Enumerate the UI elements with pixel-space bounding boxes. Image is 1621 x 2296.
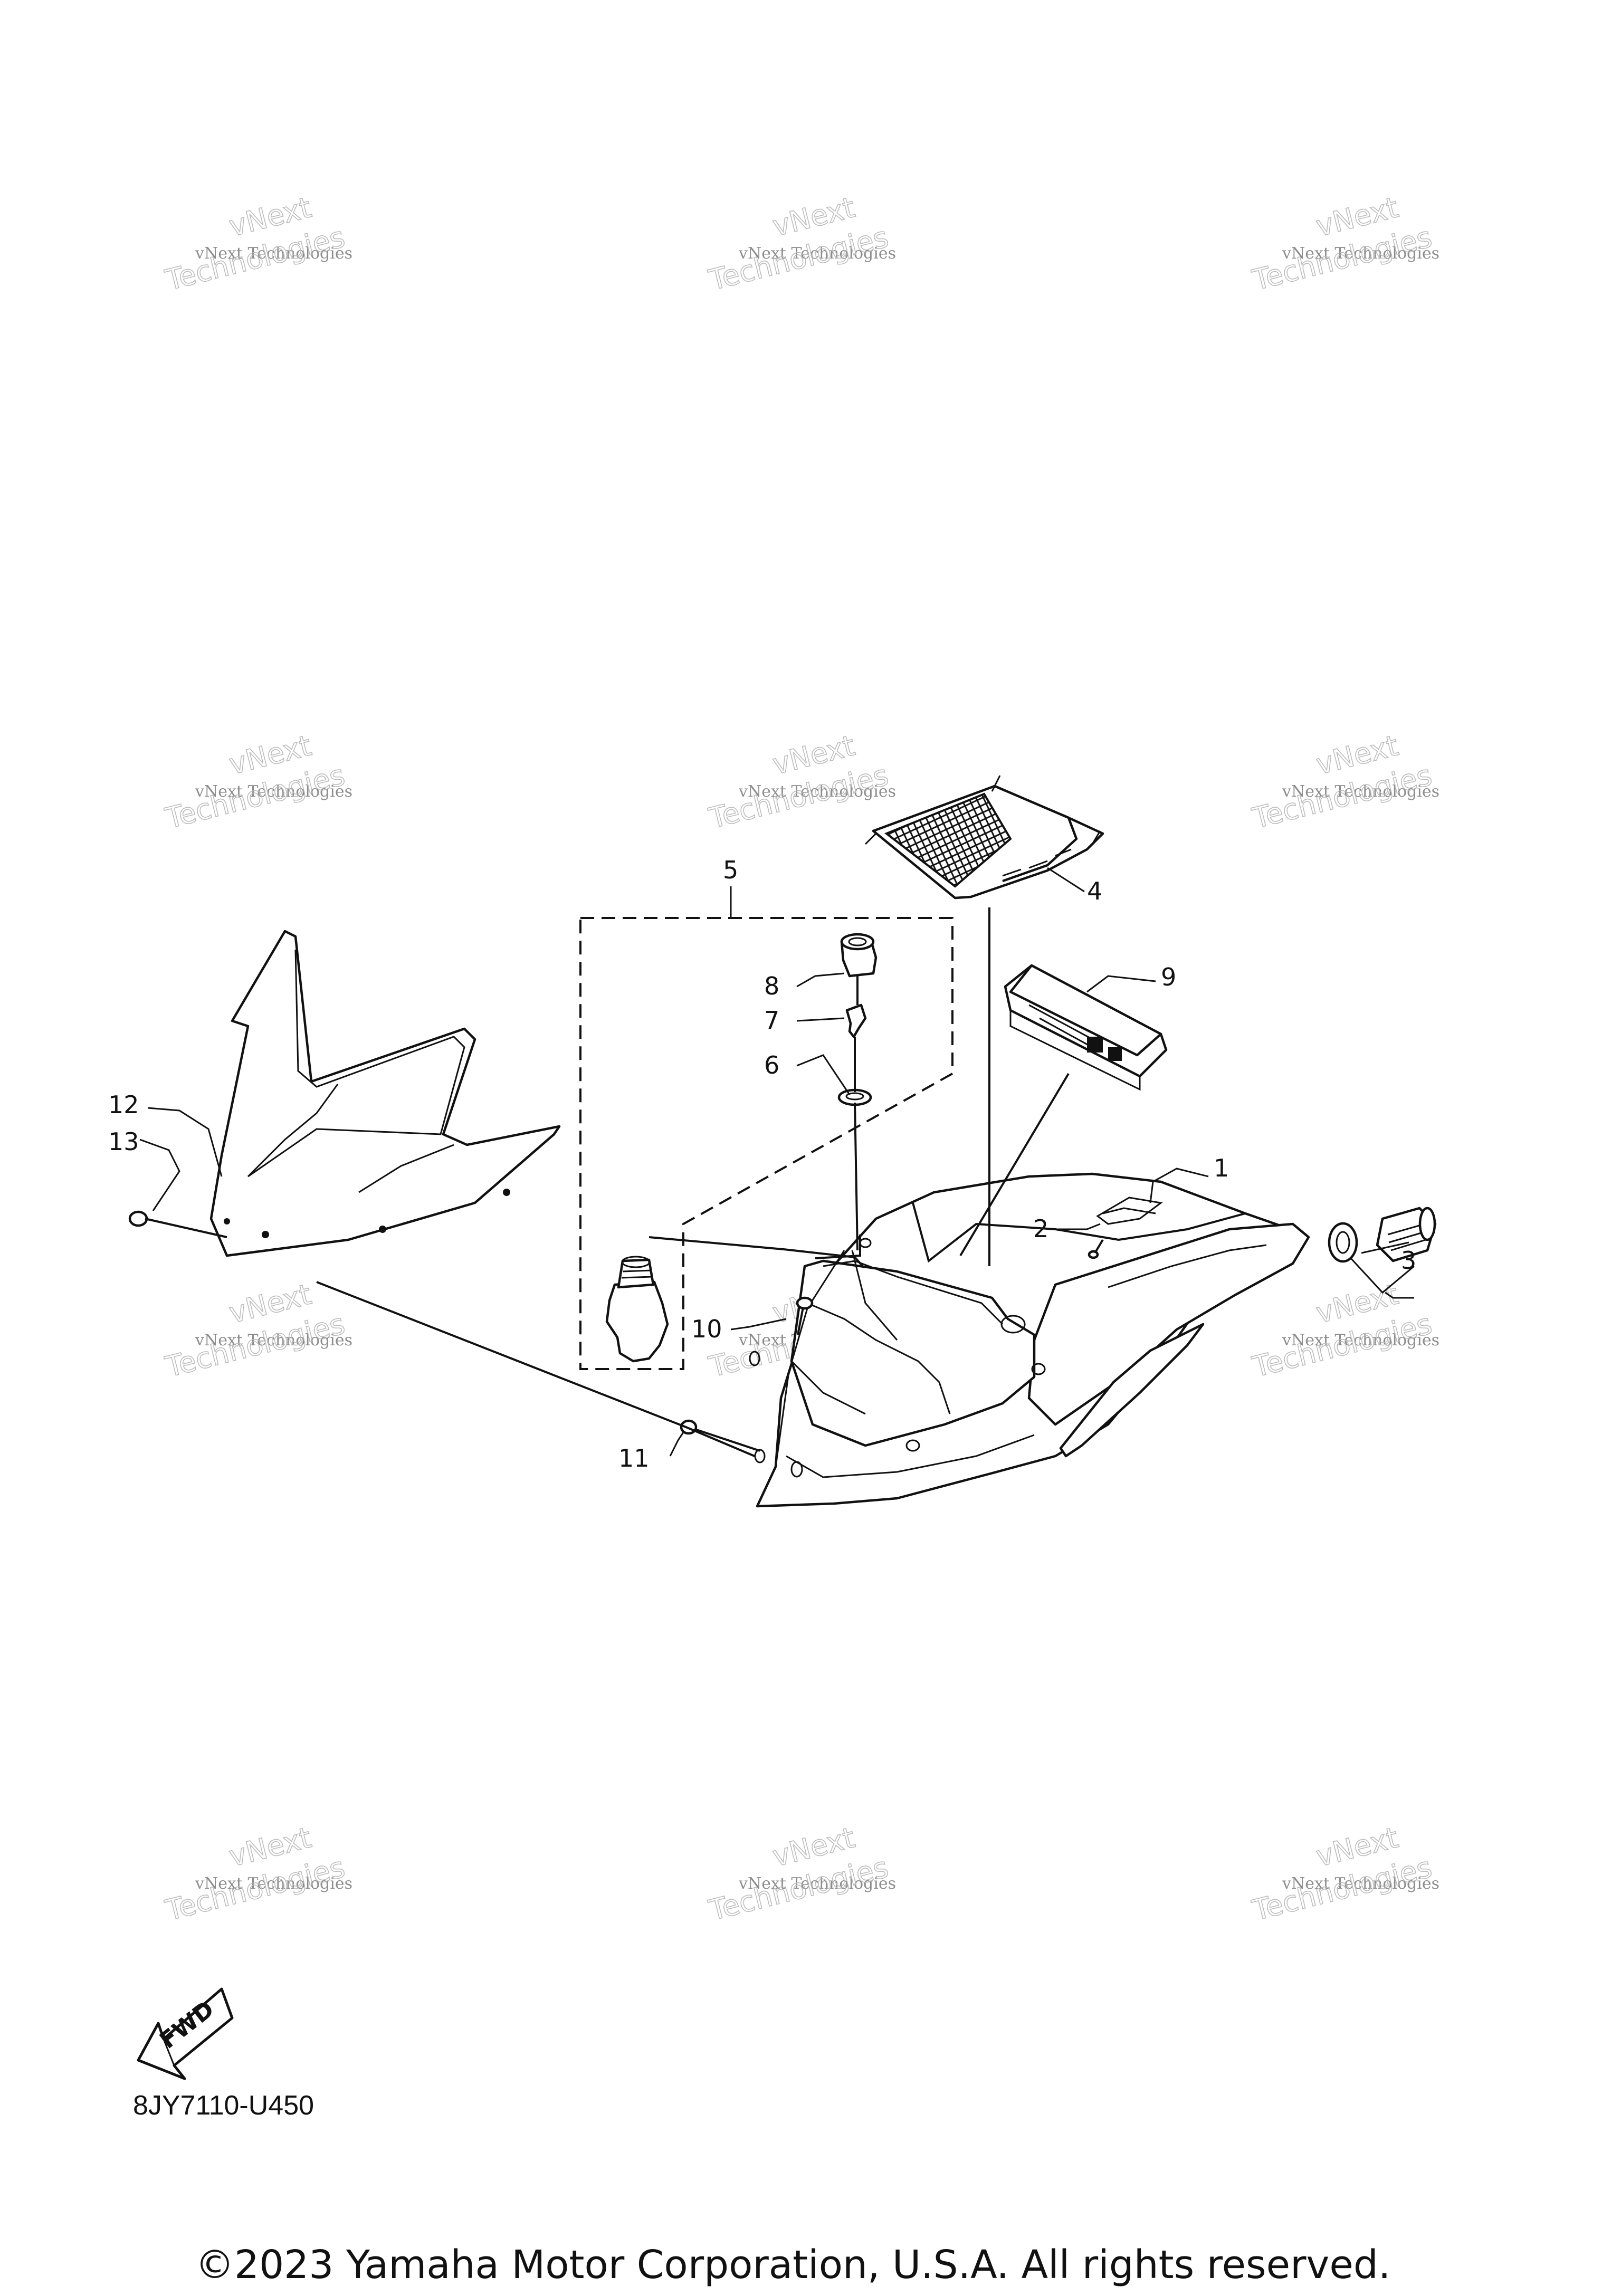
part-12-windshield: [209, 930, 561, 1257]
svg-text:vNext Technologies: vNext Technologies: [1282, 782, 1439, 801]
callouts: 1 2 3 4 5 6 7 8 9 10 11 12 13: [108, 856, 1416, 1472]
watermark: vNext Technologies vNext Technologies: [161, 729, 352, 836]
watermark: vNext Technologies vNext Technologies: [705, 729, 896, 836]
part-4-storage-tray: [864, 775, 1104, 900]
watermark: vNext Technologies vNext Technologies: [1248, 1821, 1439, 1928]
callout-6: 6: [764, 1051, 779, 1079]
watermark: vNext Technologies vNext Technologies: [161, 1821, 352, 1928]
diagram-code: 8JY7110-U450: [133, 2090, 314, 2121]
part-13-grommet: [128, 1210, 148, 1227]
part-9-electrical-box: [1004, 964, 1168, 1091]
svg-text:vNext Technologies: vNext Technologies: [1282, 244, 1439, 263]
svg-text:vNext Technologies: vNext Technologies: [195, 1874, 352, 1893]
callout-1: 1: [1214, 1154, 1229, 1182]
lock-body: [605, 1256, 669, 1363]
watermark: vNext Technologies vNext Technologies: [161, 190, 352, 298]
watermark: vNext Technologies vNext Technologies: [705, 1821, 896, 1928]
watermark: vNext Technologies vNext Technologies: [1248, 190, 1439, 298]
callout-8: 8: [764, 972, 779, 1000]
callout-3: 3: [1401, 1246, 1416, 1275]
watermark: vNext Technologies vNext Technologies: [1248, 729, 1439, 836]
watermark: vNext Technologies vNext Technologies: [705, 190, 896, 298]
watermark-grid: vNext Technologies vNext Technologies vN…: [161, 190, 1439, 1928]
part-7-key: [845, 1003, 867, 1038]
part-5-lock-assembly: [579, 917, 953, 1370]
callout-7: 7: [764, 1006, 779, 1035]
svg-text:vNext Technologies: vNext Technologies: [1282, 1331, 1439, 1350]
copyright-notice: ©2023 Yamaha Motor Corporation, U.S.A. A…: [195, 2242, 1390, 2288]
callout-9: 9: [1161, 963, 1176, 991]
callout-10: 10: [691, 1315, 722, 1343]
watermark: vNext Technologies vNext Technologies: [1248, 1277, 1439, 1384]
callout-2: 2: [1033, 1214, 1048, 1243]
svg-text:vNext Technologies: vNext Technologies: [1282, 1874, 1439, 1893]
part-6-ring: [837, 1088, 872, 1106]
svg-text:vNext Technologies: vNext Technologies: [738, 1874, 896, 1893]
callout-11: 11: [618, 1444, 650, 1472]
part-2-screw: [1088, 1239, 1104, 1259]
callout-5: 5: [723, 856, 738, 884]
part-10-bolt: [796, 1296, 814, 1335]
part-1-hood-cover: [749, 1172, 1310, 1508]
callout-4: 4: [1087, 877, 1102, 905]
part-8-lock-cap: [840, 933, 878, 978]
watermark: vNext Technologies vNext Technologies: [161, 1277, 352, 1384]
callout-12: 12: [108, 1090, 139, 1119]
part-3-cap: [1328, 1207, 1437, 1263]
svg-text:vNext Technologies: vNext Technologies: [738, 244, 896, 263]
svg-text:vNext Technologies: vNext Technologies: [195, 1331, 352, 1350]
fwd-arrow-icon: FWD: [137, 1987, 234, 2080]
svg-text:vNext Technologies: vNext Technologies: [195, 244, 352, 263]
leader-lines: [139, 867, 1415, 1457]
svg-text:vNext Technologies: vNext Technologies: [195, 782, 352, 801]
svg-text:vNext Technologies: vNext Technologies: [738, 782, 896, 801]
callout-13: 13: [108, 1127, 139, 1156]
